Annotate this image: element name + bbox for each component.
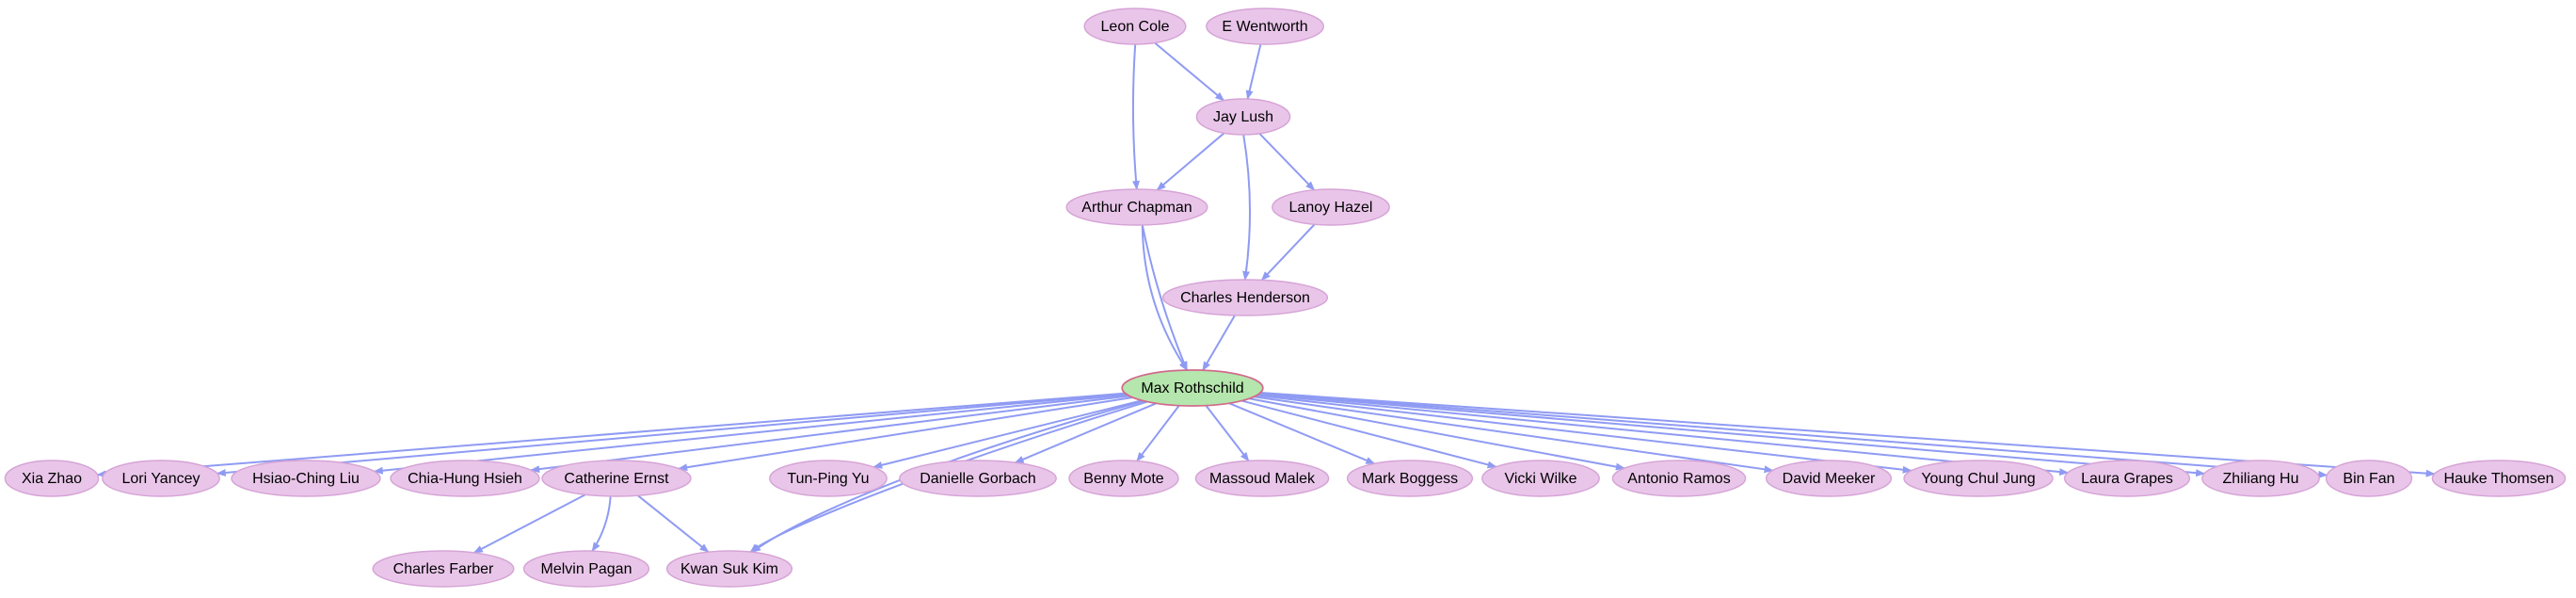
node-ellipse (1194, 460, 1330, 497)
node-jay-lush[interactable]: Jay Lush (1195, 98, 1291, 136)
node-ellipse (1206, 8, 1324, 45)
node-ellipse (1481, 460, 1600, 497)
node-ellipse (2325, 460, 2413, 497)
node-charles-henderson[interactable]: Charles Henderson (1161, 279, 1329, 316)
node-danielle-gorbach[interactable]: Danielle Gorbach (899, 460, 1057, 497)
highlighted-node-ellipse (1121, 369, 1264, 407)
node-ellipse (769, 460, 888, 497)
node-ellipse (899, 460, 1057, 497)
node-zhiliang-hu[interactable]: Zhiliang Hu (2201, 460, 2320, 497)
edge-max-rothschild-vicki-wilke (1241, 399, 1497, 469)
edge-max-rothschild-danielle-gorbach (1014, 402, 1157, 464)
node-massoud-malek[interactable]: Massoud Malek (1194, 460, 1330, 497)
node-ellipse (1161, 279, 1329, 316)
node-ellipse (541, 460, 692, 497)
node-ellipse (1068, 460, 1179, 497)
edge-max-rothschild-david-meeker (1254, 396, 1774, 474)
edge-leon-cole-arthur-chapman (1131, 43, 1140, 190)
node-young-chul-jung[interactable]: Young Chul Jung (1903, 460, 2054, 497)
node-ellipse (2431, 460, 2567, 497)
node-lori-yancey[interactable]: Lori Yancey (102, 460, 220, 497)
edge-max-rothschild-zhiliang-hu (1258, 393, 2206, 477)
node-ellipse (1083, 8, 1187, 45)
node-bin-fan[interactable]: Bin Fan (2325, 460, 2413, 497)
node-mark-boggess[interactable]: Mark Boggess (1346, 460, 1474, 497)
edge-arthur-chapman-max-rothschild (1141, 224, 1189, 371)
node-hsiao-ching-liu[interactable]: Hsiao-Ching Liu (231, 460, 381, 497)
node-ellipse (1765, 460, 1893, 497)
edge-catherine-ernst-melvin-pagan (591, 495, 612, 552)
edge-catherine-ernst-charles-farber (472, 493, 586, 554)
node-kwan-suk-kim[interactable]: Kwan Suk Kim (665, 550, 793, 588)
node-catherine-ernst[interactable]: Catherine Ernst (541, 460, 692, 497)
node-vicki-wilke[interactable]: Vicki Wilke (1481, 460, 1600, 497)
edge-layer (96, 41, 2436, 554)
node-ellipse (1195, 98, 1291, 136)
node-charles-farber[interactable]: Charles Farber (372, 550, 515, 588)
edge-max-rothschild-mark-boggess (1228, 402, 1376, 465)
edge-max-rothschild-antonio-ramos (1249, 397, 1625, 471)
node-ellipse (1903, 460, 2054, 497)
edge-lanoy-hazel-charles-henderson (1260, 223, 1316, 282)
edge-e-wentworth-jay-lush (1245, 43, 1262, 101)
node-chia-hung-hsieh[interactable]: Chia-Hung Hsieh (390, 460, 540, 497)
node-ellipse (1611, 460, 1747, 497)
node-ellipse (1346, 460, 1474, 497)
edge-jay-lush-lanoy-hazel (1258, 133, 1316, 191)
edge-max-rothschild-chia-hung-hsieh (530, 395, 1129, 474)
edge-max-rothschild-xia-zhao (96, 392, 1126, 478)
node-max-rothschild[interactable]: Max Rothschild (1121, 369, 1264, 407)
edge-max-rothschild-massoud-malek (1205, 405, 1250, 462)
edge-catherine-ernst-kwan-suk-kim (637, 494, 710, 553)
node-ellipse (1065, 188, 1208, 226)
node-lanoy-hazel[interactable]: Lanoy Hazel (1272, 188, 1390, 226)
node-ellipse (2201, 460, 2320, 497)
node-leon-cole[interactable]: Leon Cole (1083, 8, 1187, 45)
node-ellipse (102, 460, 220, 497)
node-xia-zhao[interactable]: Xia Zhao (4, 460, 100, 497)
node-e-wentworth[interactable]: E Wentworth (1206, 8, 1324, 45)
node-laura-grapes[interactable]: Laura Grapes (2063, 460, 2191, 497)
node-antonio-ramos[interactable]: Antonio Ramos (1611, 460, 1747, 497)
node-tun-ping-yu[interactable]: Tun-Ping Yu (769, 460, 888, 497)
edge-leon-cole-jay-lush (1154, 41, 1225, 102)
edge-max-rothschild-tun-ping-yu (872, 399, 1143, 469)
edge-jay-lush-arthur-chapman (1156, 132, 1225, 191)
node-melvin-pagan[interactable]: Melvin Pagan (522, 550, 650, 588)
node-hauke-thomsen[interactable]: Hauke Thomsen (2431, 460, 2567, 497)
edge-max-rothschild-lori-yancey (216, 393, 1127, 477)
node-ellipse (231, 460, 381, 497)
edge-max-rothschild-catherine-ernst (678, 396, 1133, 472)
node-ellipse (4, 460, 100, 497)
node-david-meeker[interactable]: David Meeker (1765, 460, 1893, 497)
node-ellipse (2063, 460, 2191, 497)
edge-jay-lush-charles-henderson (1242, 134, 1252, 281)
edge-charles-henderson-max-rothschild (1202, 315, 1236, 372)
node-arthur-chapman[interactable]: Arthur Chapman (1065, 188, 1208, 226)
edge-arthur-chapman-max-rothschild (1141, 224, 1189, 371)
node-ellipse (665, 550, 793, 588)
edge-max-rothschild-bin-fan (1259, 392, 2328, 478)
edge-max-rothschild-kwan-suk-kim (749, 400, 1148, 553)
node-ellipse (390, 460, 540, 497)
edge-max-rothschild-benny-mote (1136, 405, 1180, 462)
node-ellipse (372, 550, 515, 588)
edge-max-rothschild-young-chul-jung (1256, 394, 1912, 474)
node-benny-mote[interactable]: Benny Mote (1068, 460, 1179, 497)
node-ellipse (1272, 188, 1390, 226)
node-ellipse (522, 550, 650, 588)
